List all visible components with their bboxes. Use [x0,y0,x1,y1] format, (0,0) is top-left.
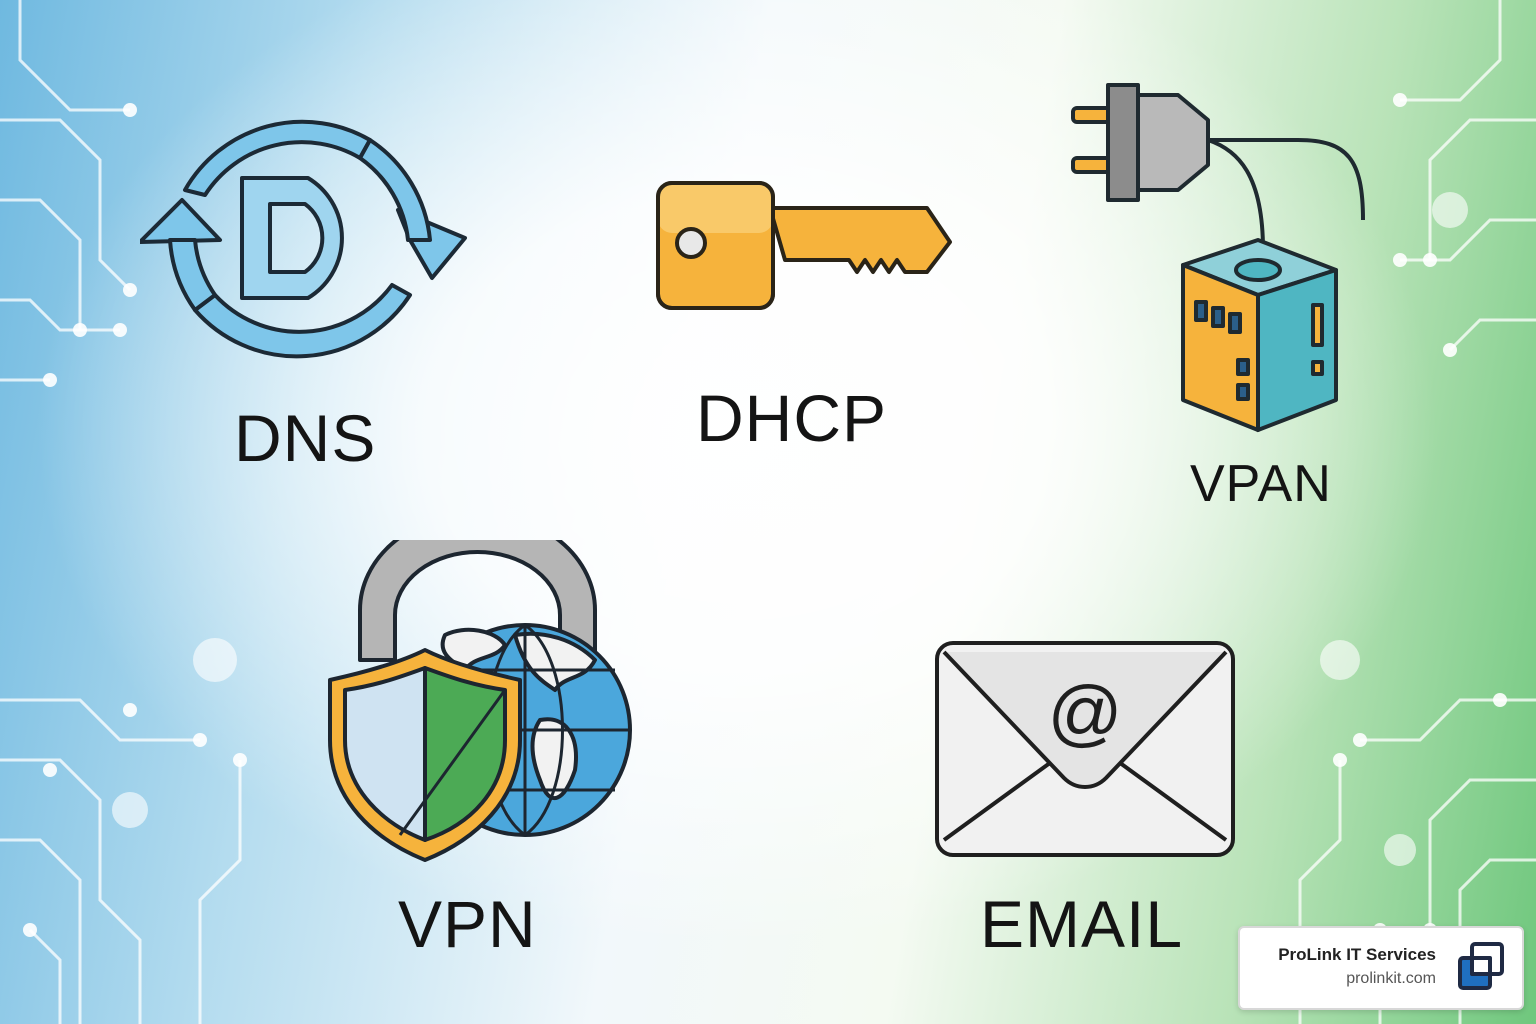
dns-refresh-icon [140,119,467,359]
envelope-at-icon: @ [935,641,1235,857]
email-label: EMAIL [980,887,1184,961]
at-symbol: @ [1047,671,1122,754]
dns-label: DNS [234,401,377,475]
prolink-logo-icon [1458,942,1504,990]
badge-url[interactable]: prolinkit.com [1346,970,1436,987]
dhcp-label: DHCP [696,381,888,455]
globe-shield-lock-icon [328,540,632,862]
plug-cube-icon [1071,83,1365,432]
badge-company-name: ProLink IT Services [1278,945,1436,964]
prolink-badge[interactable]: ProLink IT Services prolinkit.com [1238,926,1524,1010]
vpn-label: VPN [398,887,537,961]
key-icon [656,181,952,310]
vpan-label: VPAN [1190,455,1332,513]
